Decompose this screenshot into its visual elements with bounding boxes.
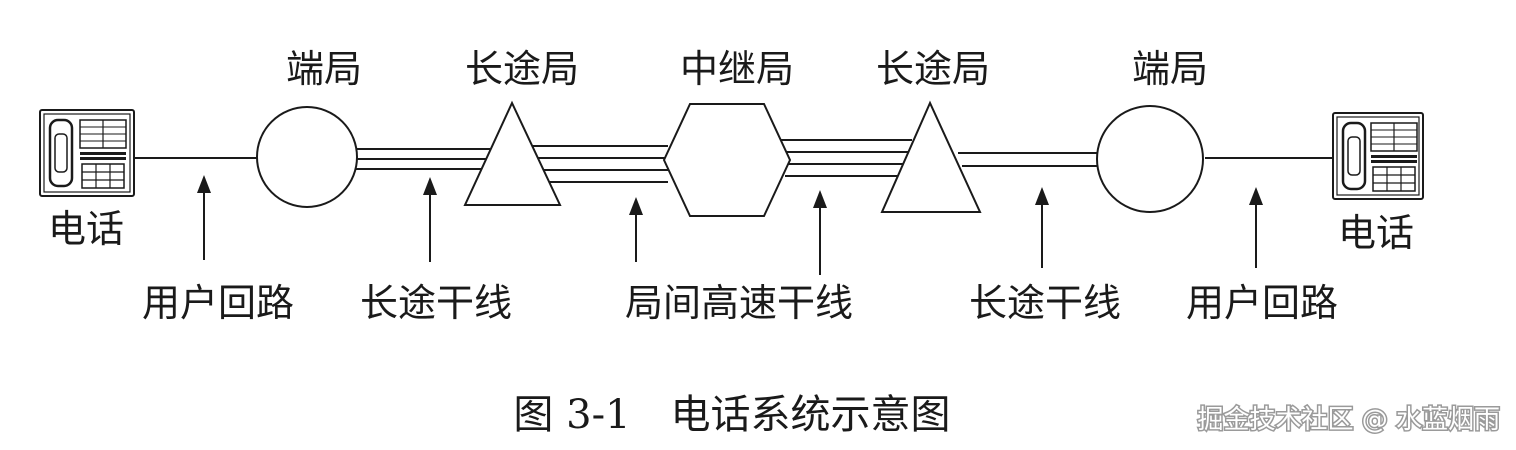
inter-office-trunk-right-lines <box>780 139 912 177</box>
toll-trunk-left-label: 长途干线 <box>360 281 512 325</box>
toll-office-right-label: 长途局 <box>876 47 990 91</box>
arrow-up-icon <box>629 197 643 262</box>
toll-office-left-label: 长途局 <box>465 47 579 91</box>
tandem-office-label: 中继局 <box>680 47 794 91</box>
inter-office-trunk-label: 局间高速干线 <box>625 281 853 325</box>
phone-right-label: 电话 <box>1338 211 1414 255</box>
arrow-up-icon <box>1249 187 1263 268</box>
toll-trunk-right-label: 长途干线 <box>969 281 1121 325</box>
end-office-right-circle <box>1096 105 1204 213</box>
inter-office-trunk-left-lines <box>528 145 668 183</box>
toll-office-left-triangle <box>463 100 562 206</box>
end-office-left-circle <box>256 106 358 208</box>
telephone-icon <box>39 109 135 197</box>
end-office-right-label: 端局 <box>1132 47 1208 91</box>
telephone-icon <box>1332 112 1424 200</box>
user-loop-left-label: 用户回路 <box>142 281 294 325</box>
tandem-office-hexagon <box>662 103 792 217</box>
arrow-up-icon <box>1035 187 1049 268</box>
arrow-up-icon <box>423 177 437 262</box>
toll-trunk-left-lines <box>355 148 490 170</box>
arrow-up-icon <box>813 190 827 275</box>
figure-caption: 图 3-1 电话系统示意图 <box>513 392 950 438</box>
toll-office-right-triangle <box>880 100 982 213</box>
arrow-up-icon <box>197 175 211 260</box>
end-office-left-label: 端局 <box>286 47 362 91</box>
watermark: 掘金技术社区 @ 水蓝烟雨 <box>1197 405 1500 435</box>
connection-lines <box>134 139 1335 183</box>
phone-left-label: 电话 <box>48 207 124 251</box>
toll-trunk-right-lines <box>958 152 1098 167</box>
user-loop-right-label: 用户回路 <box>1186 281 1338 325</box>
